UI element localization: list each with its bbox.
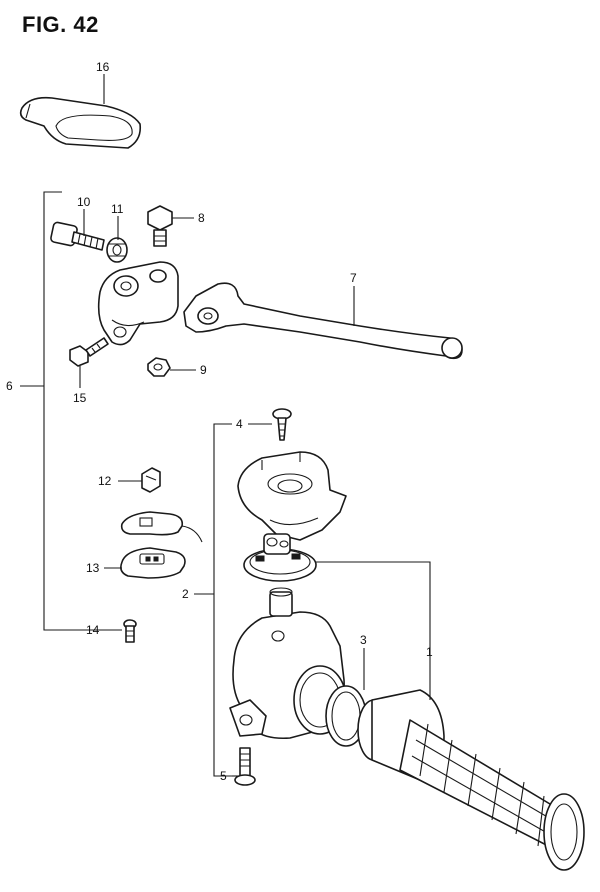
callout-13: 13 bbox=[86, 561, 100, 575]
part-13-contact-plate bbox=[120, 511, 203, 543]
part-8-pivot-bolt bbox=[147, 205, 173, 247]
callout-3: 3 bbox=[360, 633, 367, 647]
callout-labels: 16 10 11 8 7 6 15 9 4 12 13 2 14 3 1 5 bbox=[6, 60, 433, 783]
callout-16: 16 bbox=[96, 60, 110, 74]
callout-6: 6 bbox=[6, 379, 13, 393]
switch-module bbox=[243, 533, 317, 582]
part-12-clip bbox=[141, 467, 161, 493]
callout-4: 4 bbox=[236, 417, 243, 431]
callout-12: 12 bbox=[98, 474, 112, 488]
figure-title: FIG. 42 bbox=[22, 12, 99, 37]
callout-1: 1 bbox=[426, 645, 433, 659]
part-11-nut bbox=[106, 237, 128, 263]
part-14-screw bbox=[123, 619, 137, 643]
part-5-screw bbox=[234, 747, 256, 786]
part-1-throttle-grip bbox=[357, 689, 585, 871]
part-13-switch-base bbox=[120, 547, 186, 579]
part-15-bolt bbox=[69, 337, 109, 367]
leader-lines bbox=[20, 74, 431, 777]
part-9-nut bbox=[147, 357, 171, 377]
callout-10: 10 bbox=[77, 195, 91, 209]
lever-bracket bbox=[97, 261, 179, 346]
callout-9: 9 bbox=[200, 363, 207, 377]
callout-2: 2 bbox=[182, 587, 189, 601]
callout-7: 7 bbox=[350, 271, 357, 285]
part-7-lever bbox=[183, 282, 463, 360]
callout-8: 8 bbox=[198, 211, 205, 225]
callout-15: 15 bbox=[73, 391, 87, 405]
callout-14: 14 bbox=[86, 623, 100, 637]
part-3-o-ring bbox=[325, 685, 367, 747]
callout-5: 5 bbox=[220, 769, 227, 783]
switch-housing-upper bbox=[237, 451, 347, 541]
part-16-lever-boot bbox=[19, 96, 142, 149]
part-10-bolt bbox=[50, 221, 105, 251]
part-4-screw bbox=[272, 408, 292, 441]
callout-11: 11 bbox=[111, 202, 124, 216]
